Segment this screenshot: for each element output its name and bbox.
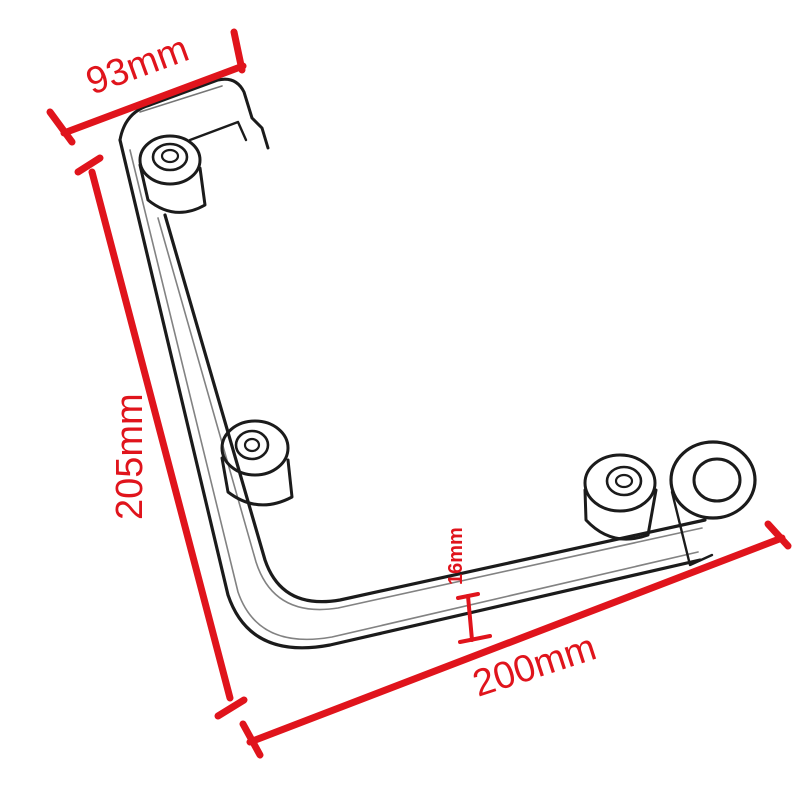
lower-mount-bolt <box>583 453 658 541</box>
left-height-label: 205mm <box>109 393 151 520</box>
tube-diameter-label: 16mm <box>445 527 467 585</box>
dimension-top-width: 93mm <box>46 28 247 146</box>
dimension-tube-diameter: 16mm <box>445 527 492 644</box>
dimension-left-height: 205mm <box>74 154 248 720</box>
bracket-sketch <box>118 77 757 650</box>
middle-mount-bolt <box>220 419 294 507</box>
top-mount-bolt <box>138 134 207 214</box>
end-eyelet <box>669 440 757 567</box>
